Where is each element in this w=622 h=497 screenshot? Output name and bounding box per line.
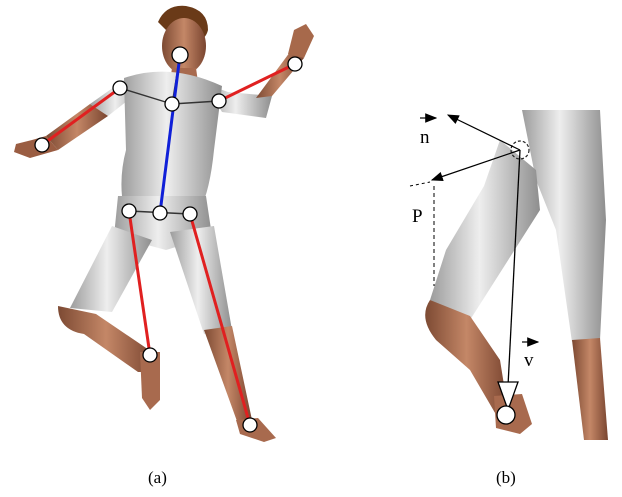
point-dashed-horizontal	[410, 182, 430, 186]
head	[162, 18, 206, 74]
right-thigh	[170, 226, 232, 334]
joint-left-hip	[122, 204, 136, 218]
joint-right-foot	[243, 418, 257, 432]
panel-b: n P v	[410, 110, 608, 440]
joint-pelvis	[153, 206, 167, 220]
joint-right-hip	[183, 207, 197, 221]
joint-left-shoulder	[113, 81, 127, 95]
joint-head	[172, 47, 188, 63]
joint-right-hand	[288, 57, 302, 71]
velocity-label: v	[524, 350, 534, 371]
right-leg-bone	[190, 214, 250, 425]
left-shin	[58, 306, 154, 372]
closeup-right-leg	[522, 110, 606, 342]
joint-chest	[165, 97, 179, 111]
left-forearm	[46, 104, 108, 150]
joint-left-foot	[143, 348, 157, 362]
foot-joint-marker	[497, 406, 515, 424]
closeup-right-shin	[572, 338, 608, 440]
human-figure-a	[14, 6, 314, 442]
closeup-left-thigh	[430, 140, 540, 320]
normal-vector	[448, 115, 520, 150]
panel-a	[14, 6, 314, 442]
joint-left-hand	[35, 138, 49, 152]
point-label: P	[412, 206, 423, 227]
caption-a: (a)	[148, 468, 167, 488]
leg-closeup	[425, 110, 608, 440]
joint-right-shoulder	[212, 94, 226, 108]
left-thigh	[70, 226, 152, 312]
normal-label: n	[420, 127, 430, 148]
right-hand	[288, 24, 314, 58]
left-arm-bone	[42, 88, 120, 145]
caption-b: (b)	[496, 468, 516, 488]
